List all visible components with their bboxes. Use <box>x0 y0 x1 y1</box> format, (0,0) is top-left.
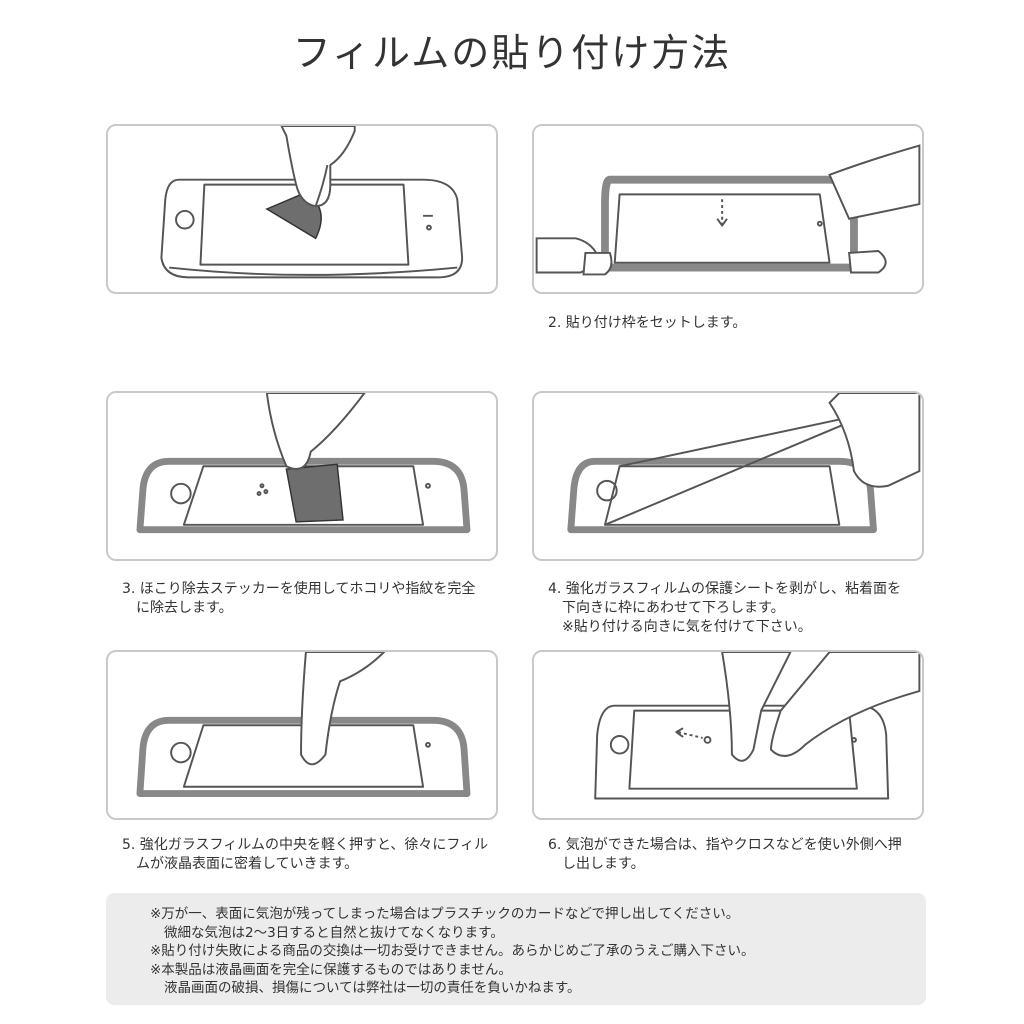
caption-line: 2. 貼り付け枠をセットします。 <box>548 315 747 331</box>
bubble-removal-icon <box>594 652 921 800</box>
caption-line: 5. 強化ガラスフィルムの中央を軽く押すと、徐々にフィル <box>122 837 489 853</box>
step-6-illustration <box>532 650 924 820</box>
note-line: ※万が一、表面に気泡が残ってしまった場合はプラスチックのカードなどで押し出してく… <box>150 906 740 922</box>
step-3-illustration <box>106 391 498 561</box>
note-line: ※本製品は液晶画面を完全に保護するものではありません。 <box>150 961 512 978</box>
step-3-caption: 3. ほこり除去ステッカーを使用してホコリや指紋を完全 に除去します。 <box>122 580 502 618</box>
film-lowering-icon <box>567 393 921 534</box>
step-5-illustration <box>106 650 498 820</box>
page-title: フィルムの貼り付け方法 <box>292 31 732 75</box>
step-2-illustration <box>532 124 924 294</box>
caption-line: 下向きに枠にあわせて下ろします。 <box>562 600 785 616</box>
step-4-illustration <box>532 391 924 561</box>
caption-line: し出します。 <box>562 856 645 872</box>
step-6-caption: 6. 気泡ができた場合は、指やクロスなどを使い外側へ押 し出します。 <box>548 836 928 874</box>
phone-cleaning-icon <box>160 126 464 279</box>
step-1-illustration <box>106 124 498 294</box>
caption-line: 3. ほこり除去ステッカーを使用してホコリや指紋を完全 <box>122 581 476 597</box>
caption-line: ※貼り付ける向きに気を付けて下さい。 <box>562 619 812 635</box>
caption-line: 4. 強化ガラスフィルムの保護シートを剥がし、粘着面を <box>548 581 901 597</box>
dust-sticker-icon <box>136 393 471 534</box>
step-4-caption: 4. 強化ガラスフィルムの保護シートを剥がし、粘着面を 下向きに枠にあわせて下ろ… <box>548 580 928 637</box>
step-5-caption: 5. 強化ガラスフィルムの中央を軽く押すと、徐々にフィル ムが液晶表面に密着して… <box>122 836 502 874</box>
note-line: ※貼り付け失敗による商品の交換は一切お受けできません。あらかじめご了承のうえご購… <box>150 943 755 959</box>
note-line: 液晶画面の破損、損傷については弊社は一切の責任を負いかねます。 <box>164 980 581 996</box>
step-2-caption: 2. 貼り付け枠をセットします。 <box>548 314 928 333</box>
frame-setting-icon <box>535 144 921 276</box>
notes-box: ※万が一、表面に気泡が残ってしまった場合はプラスチックのカードなどで押し出してく… <box>106 893 926 1005</box>
finger-press-icon <box>136 652 471 798</box>
caption-line: 6. 気泡ができた場合は、指やクロスなどを使い外側へ押 <box>548 837 902 853</box>
caption-line: ムが液晶表面に密着していきます。 <box>136 856 359 872</box>
note-line: 微細な気泡は2〜3日すると自然と抜けてなくなります。 <box>164 924 504 941</box>
caption-line: に除去します。 <box>136 600 233 616</box>
